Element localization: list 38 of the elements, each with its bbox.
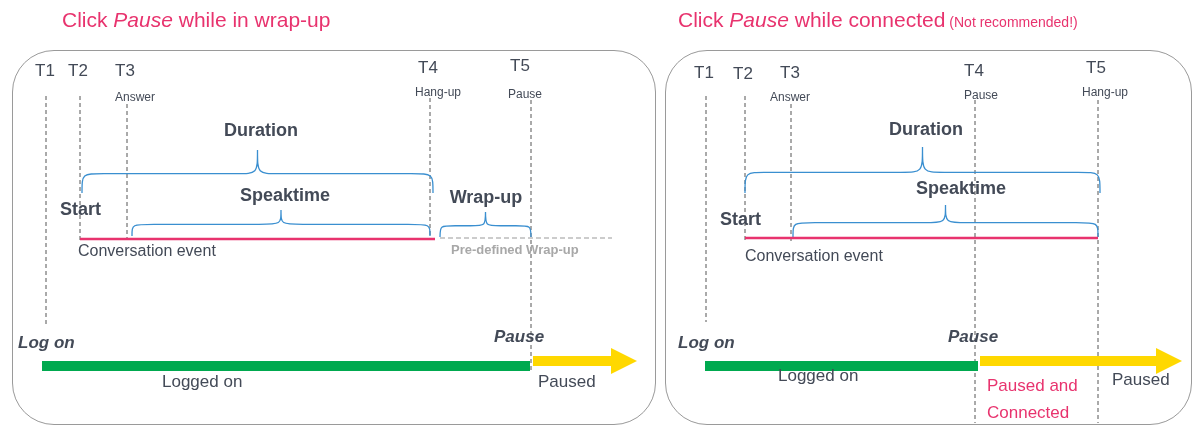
state-label: Paused: [538, 373, 596, 392]
action-label: Log on: [18, 334, 75, 353]
event-label: Pause: [964, 89, 998, 103]
interval-label: Speaktime: [240, 186, 330, 206]
interval-label: Start: [720, 210, 761, 230]
panel-note: (Not recommended!): [949, 14, 1078, 30]
time-label: T3: [115, 62, 135, 81]
time-label: T2: [733, 65, 753, 84]
action-label: Log on: [678, 334, 735, 353]
interval-label: Wrap-up: [449, 188, 523, 208]
event-label: Answer: [770, 91, 810, 105]
event-label: Answer: [115, 91, 155, 105]
state-label: Paused and Connected: [987, 375, 1079, 425]
interval-label: Duration: [889, 120, 963, 140]
interval-label: Duration: [224, 121, 298, 141]
state-label: Paused: [1112, 371, 1170, 390]
event-label: Pause: [508, 88, 542, 102]
time-label: T1: [694, 64, 714, 83]
event-label: Hang-up: [1082, 86, 1128, 100]
line-label: Conversation event: [78, 242, 216, 260]
line-label: Conversation event: [745, 247, 883, 265]
time-label: T2: [68, 62, 88, 81]
panel-title: Click Pause while connected: [678, 8, 946, 31]
line-label: Pre-defined Wrap-up: [451, 243, 579, 258]
panel-title: Click Pause while in wrap-up: [62, 8, 331, 31]
time-label: T1: [35, 62, 55, 81]
time-label: T4: [418, 59, 438, 78]
action-label: Pause: [948, 328, 999, 347]
time-label: T5: [1086, 59, 1106, 78]
state-label: Logged on: [162, 373, 243, 392]
event-label: Hang-up: [415, 86, 461, 100]
action-label: Pause: [494, 328, 545, 347]
state-label: Logged on: [778, 367, 859, 386]
interval-label: Speaktime: [916, 179, 1006, 199]
interval-label: Start: [60, 200, 101, 220]
time-label: T4: [964, 62, 984, 81]
time-label: T3: [780, 64, 800, 83]
time-label: T5: [510, 57, 530, 76]
